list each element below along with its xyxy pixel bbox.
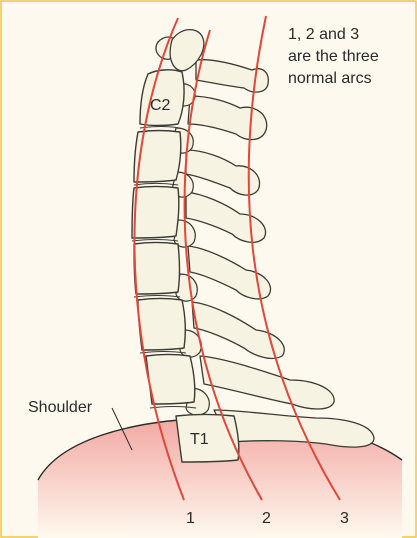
- spinous-process-c4: [186, 192, 266, 242]
- vertebral-body-c4: [132, 187, 179, 239]
- arc-explanation-note: 1, 2 and 3 are the three normal arcs: [288, 24, 408, 90]
- label-t1: T1: [190, 431, 209, 448]
- note-line-3: normal arcs: [288, 68, 408, 90]
- arc-label-1: 1: [186, 510, 195, 527]
- arc-label-2: 2: [262, 510, 271, 527]
- label-shoulder: Shoulder: [28, 399, 93, 416]
- note-line-2: are the three: [288, 46, 408, 68]
- spinous-process-c2: [188, 96, 267, 140]
- vertebral-body-c3: [134, 131, 181, 183]
- label-c2: C2: [150, 97, 171, 114]
- note-line-1: 1, 2 and 3: [288, 24, 408, 46]
- arc-label-3: 3: [340, 510, 349, 527]
- vertebral-body-c6: [138, 299, 185, 351]
- spinous-process-c7: [200, 356, 334, 409]
- posterior-elements: [186, 60, 374, 447]
- vertebral-body-c5: [134, 243, 180, 295]
- spinous-process-c6: [192, 302, 284, 358]
- vertebral-body-c7: [146, 355, 195, 405]
